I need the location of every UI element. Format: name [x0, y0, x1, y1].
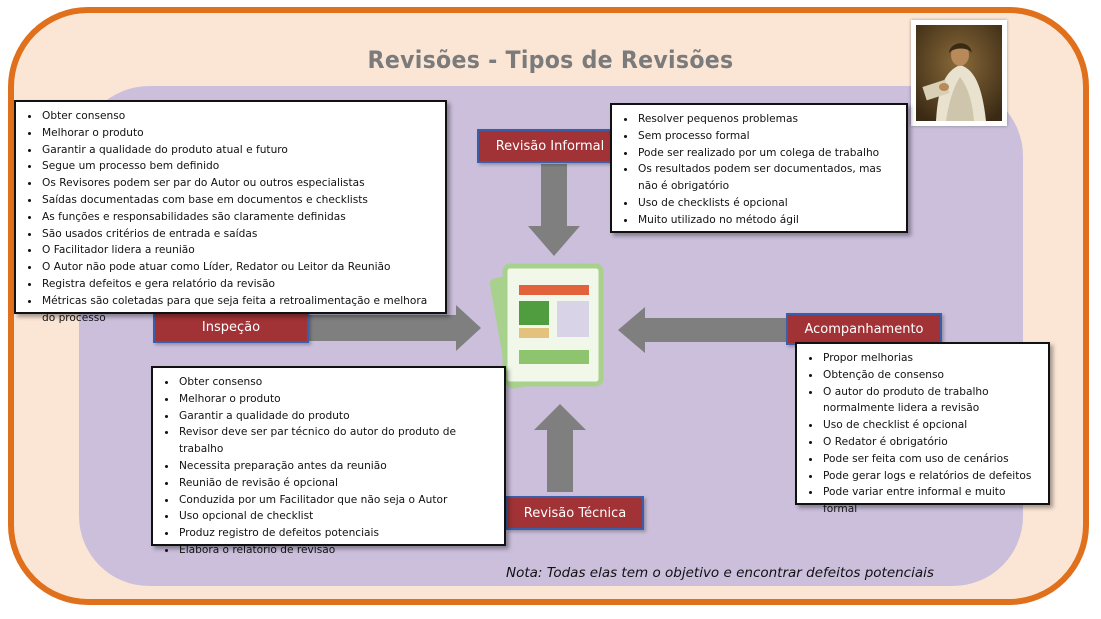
list-item: Elabora o relatório de revisão: [177, 542, 498, 559]
list-item: Registra defeitos e gera relatório da re…: [40, 276, 439, 293]
list-item: Conduzida por um Facilitador que não sej…: [177, 492, 498, 509]
list-item: Os Revisores podem ser par do Autor ou o…: [40, 175, 439, 192]
list-item: Garantir a qualidade do produto: [177, 408, 498, 425]
list-item: Melhorar o produto: [177, 391, 498, 408]
tecnica-box: Obter consensoMelhorar o produtoGarantir…: [151, 366, 506, 556]
list-item: Sem processo formal: [636, 128, 900, 145]
list-item: Os resultados podem ser documentados, ma…: [636, 161, 900, 195]
slide-title: Revisões - Tipos de Revisões: [367, 46, 734, 74]
informal-list: Resolver pequenos problemasSem processo …: [618, 111, 900, 229]
portrait-image: [911, 20, 1007, 126]
list-item: Obtenção de consenso: [821, 367, 1042, 384]
arrow-right-from-inspecao: [300, 305, 481, 351]
monk-portrait-icon: [916, 25, 1002, 121]
list-item: Pode variar entre informal e muito forma…: [821, 484, 1042, 518]
list-item: Pode ser realizado por um colega de trab…: [636, 145, 900, 162]
list-item: Uso de checklist é opcional: [821, 417, 1042, 434]
list-item: Resolver pequenos problemas: [636, 111, 900, 128]
list-item: Segue um processo bem definido: [40, 158, 439, 175]
arrow-down-from-informal: [528, 164, 580, 256]
list-item: Necessita preparação antes da reunião: [177, 458, 498, 475]
list-item: O Autor não pode atuar como Líder, Redat…: [40, 259, 439, 276]
list-item: Métricas são coletadas para que seja fei…: [40, 293, 439, 327]
list-item: As funções e responsabilidades são clara…: [40, 209, 439, 226]
inspecao-box: Obter consensoMelhorar o produtoGarantir…: [14, 100, 447, 324]
list-item: Reunião de revisão é opcional: [177, 475, 498, 492]
footnote: Nota: Todas elas tem o objetivo e encont…: [506, 565, 934, 581]
tecnica-list: Obter consensoMelhorar o produtoGarantir…: [159, 374, 498, 559]
list-item: Uso opcional de checklist: [177, 508, 498, 525]
label-revisao-tecnica: Revisão Técnica: [506, 496, 644, 530]
list-item: Pode ser feita com uso de cenários: [821, 451, 1042, 468]
list-item: Obter consenso: [177, 374, 498, 391]
inspecao-list: Obter consensoMelhorar o produtoGarantir…: [22, 108, 439, 326]
list-item: Propor melhorias: [821, 350, 1042, 367]
informal-box: Resolver pequenos problemasSem processo …: [610, 103, 908, 233]
list-item: O autor do produto de trabalho normalmen…: [821, 384, 1042, 418]
list-item: Revisor deve ser par técnico do autor do…: [177, 424, 498, 458]
label-acompanhamento: Acompanhamento: [786, 313, 942, 345]
list-item: Produz registro de defeitos potenciais: [177, 525, 498, 542]
list-item: Pode gerar logs e relatórios de defeitos: [821, 468, 1042, 485]
list-item: O Facilitador lidera a reunião: [40, 242, 439, 259]
list-item: Obter consenso: [40, 108, 439, 125]
arrow-up-from-tecnica: [534, 404, 586, 492]
list-item: Muito utilizado no método ágil: [636, 212, 900, 229]
acompanhamento-box: Propor melhoriasObtenção de consensoO au…: [795, 342, 1050, 515]
arrow-left-from-acompanhamento: [618, 307, 791, 353]
list-item: São usados critérios de entrada e saídas: [40, 226, 439, 243]
list-item: Garantir a qualidade do produto atual e …: [40, 142, 439, 159]
list-item: Uso de checklists é opcional: [636, 195, 900, 212]
list-item: Melhorar o produto: [40, 125, 439, 142]
document-icon: [489, 263, 604, 389]
acompanhamento-list: Propor melhoriasObtenção de consensoO au…: [803, 350, 1042, 518]
list-item: Saídas documentadas com base em document…: [40, 192, 439, 209]
label-revisao-informal: Revisão Informal: [477, 129, 623, 163]
list-item: O Redator é obrigatório: [821, 434, 1042, 451]
